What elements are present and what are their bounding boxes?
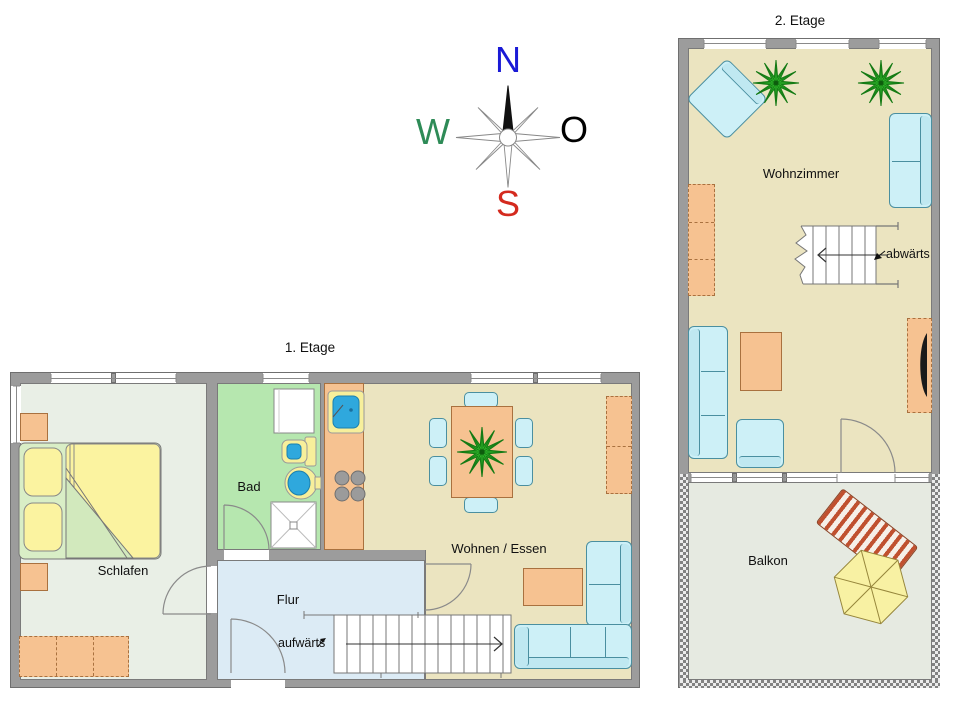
compass-west-label: W: [416, 111, 450, 152]
door-gap-schlafen: [207, 566, 217, 613]
dining-chair: [429, 418, 447, 448]
window-mullion: [732, 473, 737, 482]
sofa-cushion-split: [892, 161, 921, 162]
sofa-backrest: [517, 657, 629, 668]
room-label-schlafen: Schlafen: [97, 563, 149, 578]
sofa-right: [889, 113, 932, 208]
room-bad: [217, 383, 321, 550]
sofa-cushion-split: [570, 627, 571, 658]
sofa-armrest: [515, 627, 529, 666]
window: [263, 373, 309, 383]
nightstand: [20, 413, 48, 441]
door-gap-bad: [224, 550, 269, 560]
coffee-table: [523, 568, 583, 606]
floor2-title: 2. Etage: [774, 13, 826, 28]
wardrobe-divider: [56, 637, 57, 676]
compass-south-label: S: [495, 183, 520, 224]
wardrobe: [19, 636, 129, 677]
room-label-balkon: Balkon: [748, 553, 788, 568]
sofa-cushion-split: [589, 584, 621, 585]
balcony-wall-right: [932, 474, 940, 688]
compass-north-label: N: [495, 39, 521, 80]
floor1-plan: Schlafen Bad Flur aufwärts Wohnen / Esse…: [10, 372, 640, 689]
coffee-table: [740, 332, 782, 391]
sofa-backrest: [620, 544, 631, 623]
tv-cabinet: [907, 318, 932, 413]
sofa-left: [688, 326, 728, 459]
dining-chair: [429, 456, 447, 486]
window-mullion: [111, 373, 116, 383]
compass-rose-icon: [455, 85, 561, 188]
sofa-cushion-split: [701, 371, 725, 372]
dining-chair: [515, 456, 533, 486]
kitchen-counter: [324, 383, 364, 550]
corner-sofa-horizontal: [514, 624, 632, 669]
armchair-backrest: [739, 456, 781, 467]
stairs-label-abwaerts: abwärts: [886, 247, 930, 261]
balcony-wall-bottom: [680, 680, 940, 688]
door-gap-entrance: [231, 680, 285, 689]
wardrobe-divider: [689, 222, 714, 223]
floor1-title: 1. Etage: [284, 340, 336, 355]
sofa-backrest: [920, 116, 931, 205]
sofa-cushion-split: [605, 627, 606, 658]
room-label-bad: Bad: [237, 479, 261, 494]
wardrobe-divider: [689, 259, 714, 260]
compass-east-label: O: [559, 109, 588, 150]
sofa-cushion-split: [701, 415, 725, 416]
wardrobe: [688, 184, 715, 296]
window: [879, 39, 926, 49]
window-mullion: [782, 473, 787, 482]
armchair: [736, 419, 784, 468]
room-balkon: [688, 482, 932, 680]
room-label-wohnen-essen: Wohnen / Essen: [451, 541, 547, 556]
window: [704, 39, 766, 49]
floor2-plan: Wohnzimmer abwärts Balkon: [678, 38, 940, 688]
corner-sofa-vertical: [586, 541, 632, 626]
window: [895, 473, 929, 482]
wardrobe-divider: [607, 446, 631, 447]
sofa-backrest: [689, 329, 700, 456]
balcony-wall-left: [680, 474, 688, 688]
window: [796, 39, 849, 49]
dining-chair: [464, 497, 498, 513]
room-flur: [217, 560, 425, 680]
wardrobe: [606, 396, 632, 494]
dining-chair: [515, 418, 533, 448]
window-mullion: [533, 373, 538, 383]
stairs-label-aufwaerts: aufwärts: [278, 636, 326, 650]
door-gap-balcony: [837, 473, 895, 482]
room-label-flur: Flur: [276, 592, 300, 607]
dining-table: [451, 406, 513, 498]
nightstand: [20, 563, 48, 591]
window: [691, 473, 837, 482]
wardrobe-divider: [93, 637, 94, 676]
room-label-wohnzimmer: Wohnzimmer: [762, 166, 840, 181]
